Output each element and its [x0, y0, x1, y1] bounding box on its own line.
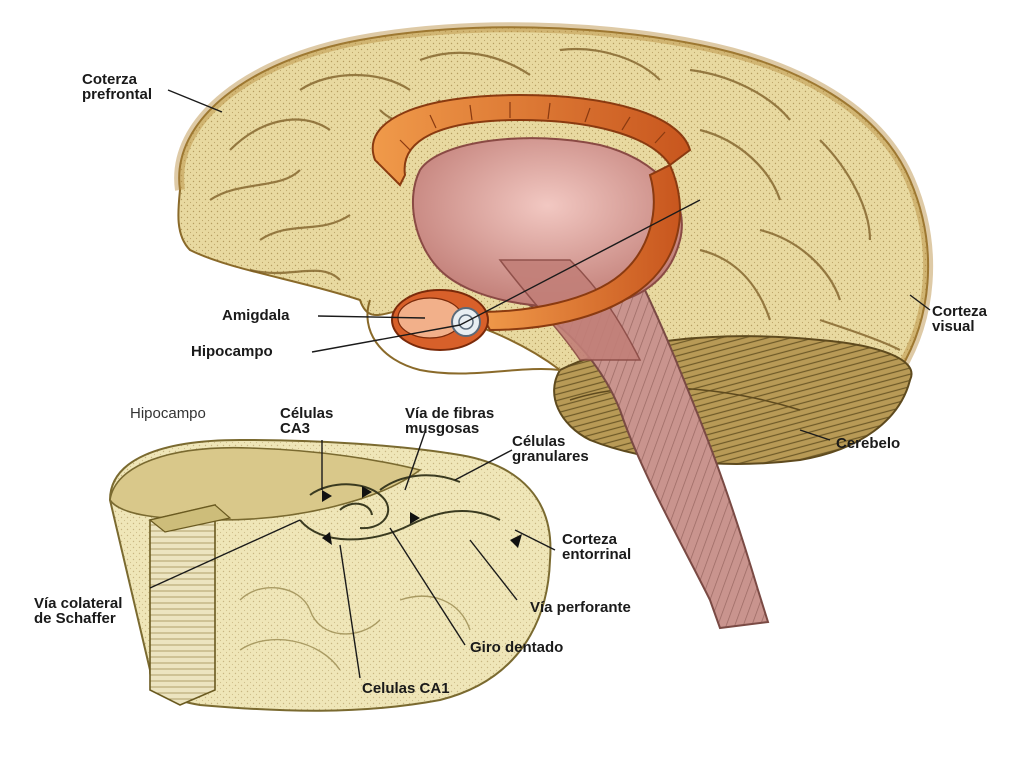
label-granule-cells: Células granulares — [512, 434, 589, 464]
cortex-rim — [174, 22, 934, 373]
label-schaffer-collateral: Vía colateral de Schaffer — [34, 596, 122, 626]
label-granule-line2: granulares — [512, 448, 589, 465]
label-mossy-line1: Vía de fibras — [405, 405, 495, 422]
pathway-arrows — [322, 486, 522, 548]
label-dentate-gyrus: Giro dentado — [470, 639, 564, 656]
label-hippocampus-section: Hipocampo — [130, 405, 206, 422]
label-visual-cortex: Corteza visual — [932, 304, 987, 334]
label-prefrontal-line2: prefrontal — [82, 86, 153, 103]
label-ca3-line2: CA3 — [280, 420, 311, 437]
label-prefrontal-cortex: Coterza prefrontal — [82, 72, 152, 102]
label-prefrontal-line1: Coterza — [82, 71, 138, 88]
label-schaffer-line2: de Schaffer — [34, 610, 116, 627]
label-entorhinal-line1: Corteza — [562, 531, 618, 548]
section-cut-face — [149, 503, 216, 706]
label-ca3-line1: Células — [280, 405, 334, 422]
label-visual-line1: Corteza — [932, 303, 988, 320]
label-ca3-cells: Células CA3 — [280, 406, 333, 436]
temporal-lobe-edge — [366, 299, 561, 375]
label-mossy-fibers: Vía de fibras musgosas — [405, 406, 494, 436]
label-entorhinal-line2: entorrinal — [562, 546, 632, 563]
fornix-ticks — [399, 102, 666, 151]
label-entorhinal-cortex: Corteza entorrinal — [562, 532, 631, 562]
fornix-arc — [371, 93, 692, 332]
brainstem — [516, 278, 770, 630]
leader-lines — [149, 89, 931, 679]
label-amygdala: Amigdala — [222, 307, 290, 324]
label-mossy-line2: musgosas — [405, 420, 480, 437]
label-ca1-cells: Celulas CA1 — [362, 680, 450, 697]
label-cerebellum: Cerebelo — [836, 435, 901, 452]
label-schaffer-line1: Vía colateral — [34, 595, 123, 612]
label-granule-line1: Células — [512, 433, 566, 450]
label-perforant-path: Vía perforante — [530, 599, 631, 616]
amygdala-hippocampus — [391, 289, 489, 351]
label-hippocampus-top: Hipocampo — [191, 343, 273, 360]
gyri — [209, 48, 901, 351]
label-visual-line2: visual — [932, 318, 975, 335]
hippocampus-section — [108, 438, 552, 712]
hippocampal-coils — [299, 474, 501, 541]
